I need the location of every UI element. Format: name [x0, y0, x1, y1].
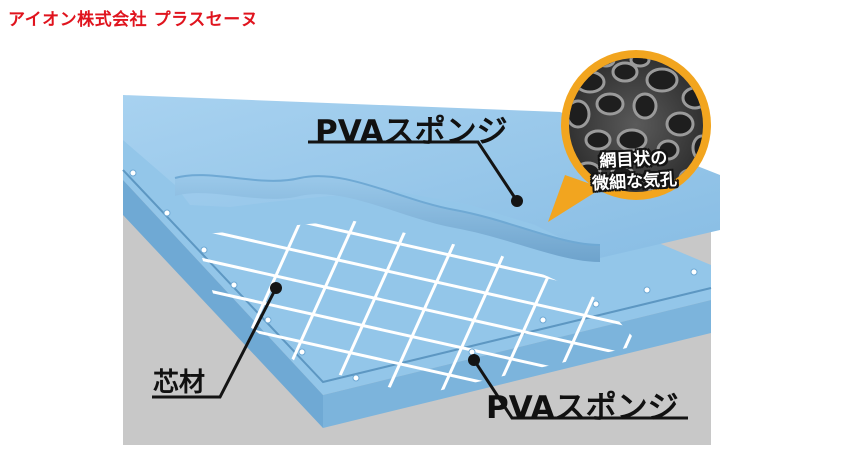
edge-dots	[129, 169, 698, 382]
product-name: プラスセーヌ	[153, 10, 259, 30]
pointer-dots	[270, 195, 523, 366]
brand-header: アイオン株式会社 プラスセーヌ	[8, 5, 258, 30]
mesh-line	[368, 229, 462, 395]
mesh-line	[468, 249, 562, 395]
bottom-layer-pointer	[472, 359, 688, 420]
label-pointers	[152, 140, 688, 420]
company-name: アイオン株式会社	[8, 10, 148, 30]
mesh-line	[195, 248, 640, 362]
label-top-pva-sponge: PVAスポンジ	[315, 114, 508, 150]
top-layer-pointer	[308, 140, 519, 202]
label-core-material: 芯材	[153, 368, 206, 398]
pore-callout-caption: 網目状の 微細な気孔	[587, 147, 681, 196]
label-bottom-pva-sponge: PVAスポンジ	[486, 390, 679, 426]
mesh-line	[195, 220, 640, 332]
mesh-line	[418, 239, 512, 395]
core-pointer	[152, 287, 278, 399]
bottom-sponge-layer	[122, 140, 712, 428]
pore-callout	[548, 50, 711, 222]
